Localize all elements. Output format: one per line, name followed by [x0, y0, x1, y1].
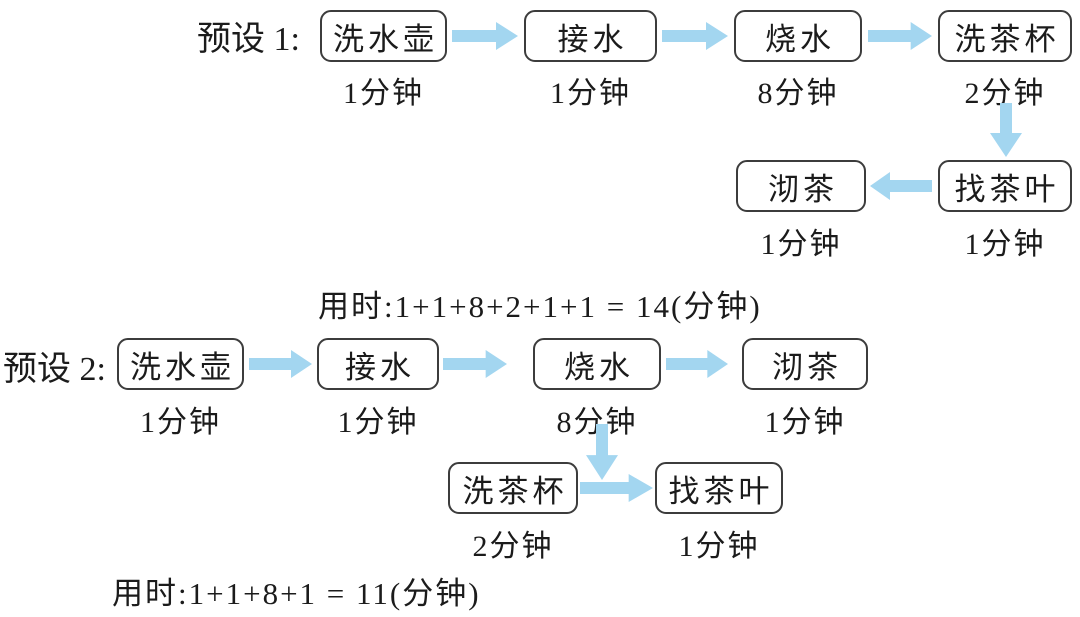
time-label: 1分钟 — [343, 77, 424, 110]
plan1-step-wash-cups: 洗茶杯 — [938, 10, 1072, 62]
plan2-step-fill-water: 接水 — [317, 338, 439, 390]
plan2-step-brew-tea: 沏茶 — [742, 338, 868, 390]
time-label: 1分钟 — [760, 228, 842, 261]
time-label: 1分钟 — [550, 77, 631, 110]
arrow-right-icon — [868, 22, 932, 50]
plan2-step-boil-water: 烧水 — [533, 338, 661, 390]
arrow-right-icon — [580, 474, 653, 502]
time-label: 1分钟 — [140, 406, 221, 439]
arrow-right-icon — [662, 22, 728, 50]
plan2-step-wash-kettle: 洗水壶 — [117, 338, 244, 390]
time-label: 8分钟 — [757, 77, 839, 110]
arrow-right-icon — [249, 350, 312, 378]
arrow-down-icon — [586, 424, 618, 480]
arrow-right-icon — [452, 22, 518, 50]
time-label: 2分钟 — [472, 530, 554, 563]
plan1-total-time: 用时:1+1+8+2+1+1 = 14(分钟) — [318, 289, 762, 324]
plan1-step-fill-water: 接水 — [524, 10, 657, 62]
arrow-down-icon — [990, 103, 1022, 157]
plan2-total-time: 用时:1+1+8+1 = 11(分钟) — [112, 576, 481, 611]
plan1-step-wash-kettle: 洗水壶 — [320, 10, 447, 62]
plan2-label: 预设 2: — [3, 351, 106, 388]
plan1-step-boil-water: 烧水 — [734, 10, 862, 62]
time-label: 1分钟 — [678, 530, 760, 563]
arrow-right-icon — [443, 350, 507, 378]
arrow-right-icon — [666, 350, 728, 378]
time-label: 1分钟 — [337, 406, 419, 439]
time-label: 1分钟 — [764, 406, 846, 439]
arrow-left-icon — [870, 172, 932, 200]
plan2-step-wash-cups: 洗茶杯 — [448, 462, 578, 514]
plan1-step-find-tea-leaves: 找茶叶 — [938, 160, 1072, 212]
plan1-step-brew-tea: 沏茶 — [736, 160, 866, 212]
time-label: 1分钟 — [964, 228, 1046, 261]
plan2-step-find-tea-leaves: 找茶叶 — [655, 462, 783, 514]
plan1-label: 预设 1: — [197, 21, 300, 58]
